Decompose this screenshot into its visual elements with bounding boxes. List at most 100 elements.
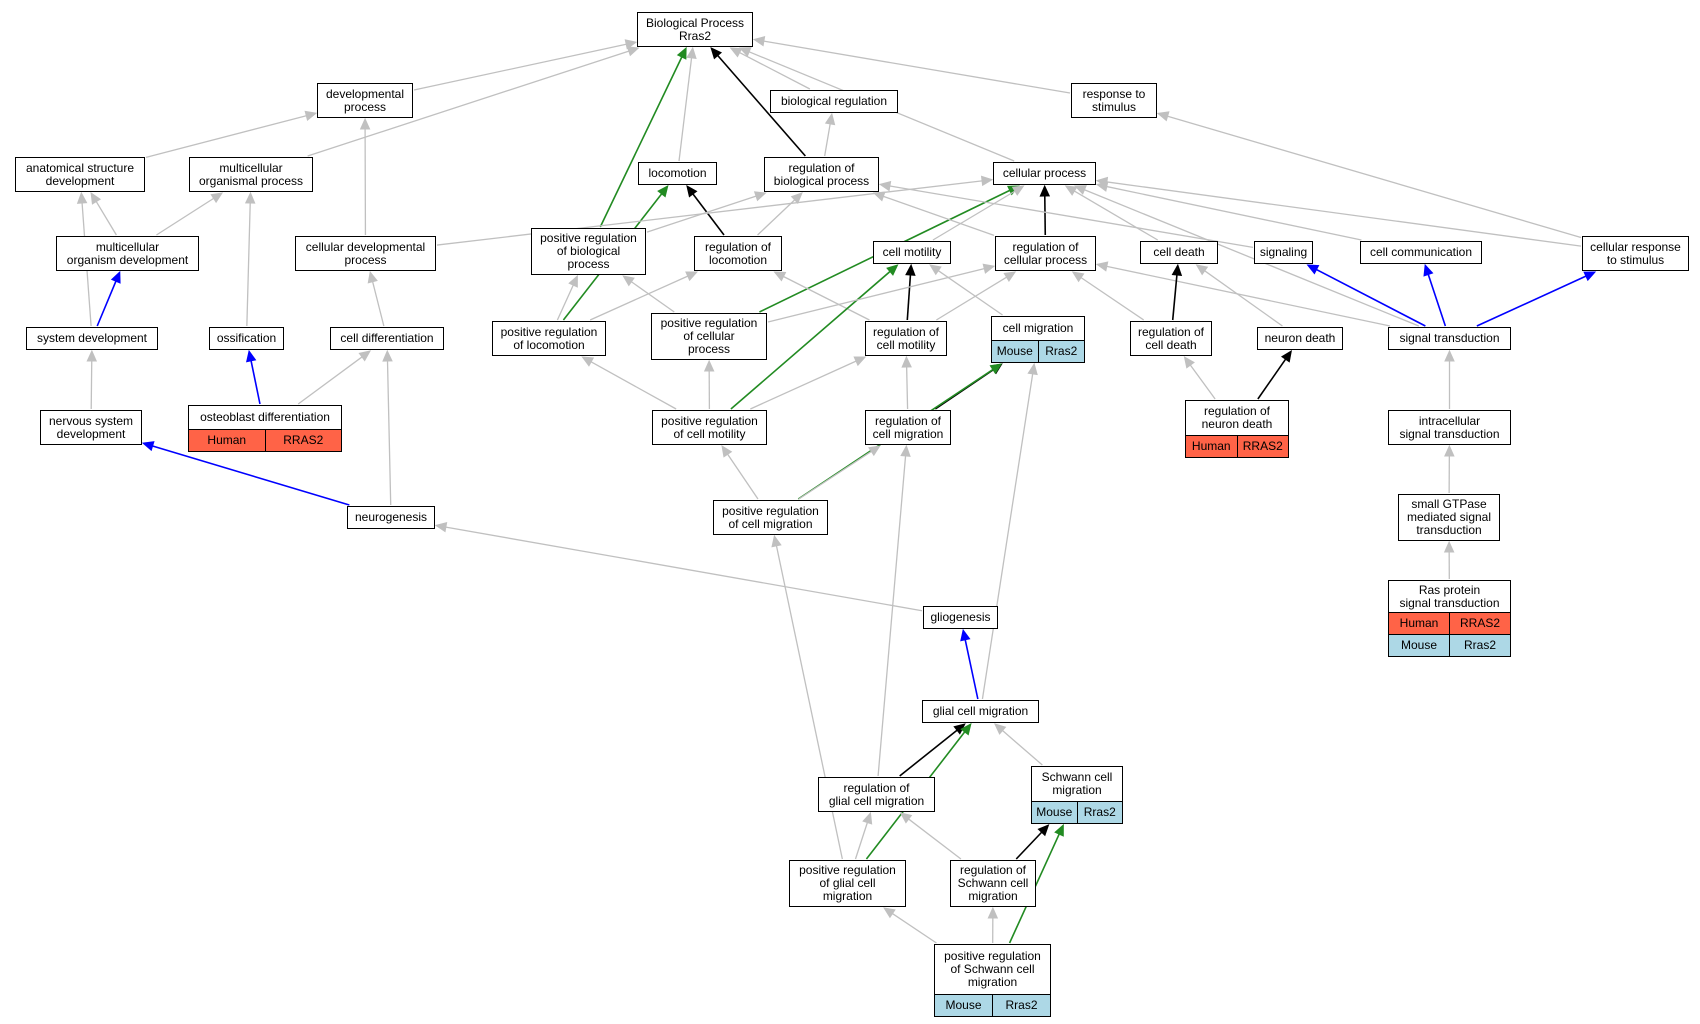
edge-is-a [1189, 364, 1216, 400]
go-term-sysdev[interactable]: system development [26, 327, 158, 350]
edge-arrowhead [886, 264, 899, 276]
edge-arrowhead [1443, 540, 1455, 553]
go-term-label: cell communication [1361, 242, 1481, 263]
go-term-label: cell death [1141, 242, 1217, 263]
edge-regulates [717, 55, 806, 157]
go-term-label-line: multicellular [95, 239, 160, 254]
go-term-ossif[interactable]: ossification [209, 327, 284, 350]
edge-arrowhead [883, 907, 896, 919]
ortholog-species: Human [189, 430, 265, 451]
edge-arrowhead [703, 359, 715, 372]
edge-is-a [413, 43, 627, 91]
edge-is-a [767, 267, 985, 323]
edge-other [152, 445, 350, 506]
go-term-celldeath[interactable]: cell death [1140, 241, 1218, 264]
go-term-celldiff[interactable]: cell differentiation [330, 327, 444, 350]
edge-positively-regulates [730, 270, 891, 410]
go-term-glio[interactable]: gliogenesis [923, 606, 998, 629]
edge-arrowhead [358, 350, 372, 362]
go-term-label-line: positive regulation [944, 949, 1041, 963]
go-term-label: locomotion [639, 163, 716, 184]
go-term-neurondeath[interactable]: neuron death [1257, 327, 1343, 350]
go-term-label-line: locomotion [648, 166, 707, 180]
edge-regulates [1015, 831, 1043, 860]
edge-arrowhead [1444, 349, 1455, 362]
go-term-label-line: process [687, 342, 731, 356]
edge-arrowhead [686, 46, 697, 60]
edge-arrowhead [994, 723, 1007, 735]
edge-arrowhead [1183, 356, 1195, 369]
go-term-label-line: intracellular [1418, 413, 1481, 428]
edge-is-a [1106, 185, 1362, 241]
go-term-signaling[interactable]: signaling [1254, 241, 1313, 264]
go-term-label-line: glial cell migration [932, 704, 1029, 718]
edge-is-a [892, 913, 937, 944]
go-term-cellcomm[interactable]: cell communication [1360, 241, 1482, 264]
go-term-cellproc[interactable]: cellular process [993, 162, 1096, 185]
go-term-cellmot[interactable]: cell motility [873, 241, 951, 264]
edge-arrowhead [878, 180, 892, 192]
go-term-label-line: migration [1052, 783, 1102, 797]
edge-arrowhead [1071, 271, 1085, 283]
edge-regulates [1171, 274, 1178, 321]
go-term-loco[interactable]: locomotion [638, 162, 717, 185]
go-term-label-line: of cell motility [673, 426, 746, 441]
go-term-label-line: migration [968, 889, 1018, 903]
edge-is-a [908, 818, 962, 860]
edge-arrowhead [872, 191, 886, 202]
go-term-label-line: process [567, 257, 610, 271]
go-term-bioreg[interactable]: biological regulation [770, 90, 898, 113]
go-term-gcm[interactable]: glial cell migration [922, 700, 1039, 723]
go-term-neurogen[interactable]: neurogenesis [347, 506, 435, 529]
edge-arrowhead [1171, 263, 1183, 276]
edge-arrowhead [626, 46, 640, 57]
edge-arrowhead [710, 47, 723, 60]
ortholog-gene: Rras2 [1037, 341, 1084, 362]
edge-arrowhead [1095, 261, 1109, 272]
go-term-sigtrans[interactable]: signal transduction [1388, 327, 1511, 350]
edge-arrowhead [110, 270, 121, 284]
go-term-label-line: osteoblast differentiation [200, 410, 330, 424]
